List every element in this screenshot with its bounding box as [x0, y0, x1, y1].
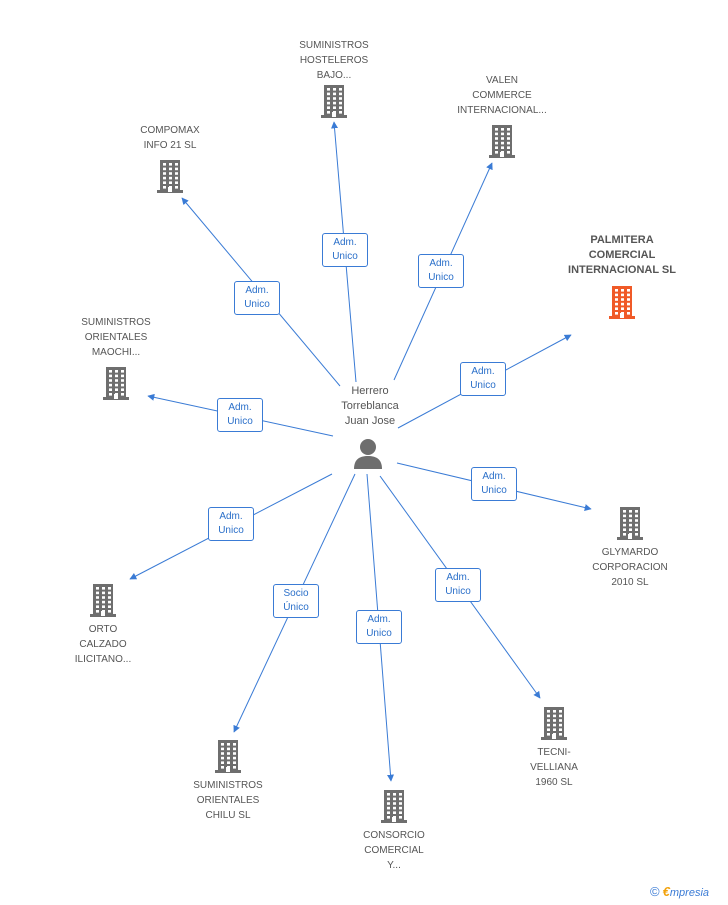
company-name-line: VALEN — [485, 75, 519, 86]
company-name-line: Y... — [387, 860, 401, 871]
company-name-line: MAOCHI... — [91, 347, 141, 358]
relation-text: Único — [283, 602, 309, 613]
company-name-line: VELLIANA — [530, 762, 578, 773]
relation-text: Unico — [218, 525, 244, 536]
company-name-line: 2010 SL — [611, 577, 649, 588]
copyright-icon: © — [650, 884, 660, 899]
relation-text: Adm. — [228, 402, 252, 413]
relation-text: Unico — [366, 628, 392, 639]
center-name-line: Torreblanca — [341, 400, 399, 412]
company-name-line: 1960 SL — [535, 777, 573, 788]
relation-badge: Adm. Unico — [471, 467, 517, 501]
building-icon[interactable] — [154, 158, 186, 194]
relation-text: Adm. — [429, 258, 453, 269]
company-name-line: SUMINISTROS — [81, 317, 151, 328]
center-person-name[interactable]: Herrero Torreblanca Juan Jose — [320, 384, 420, 429]
company-name-line: INTERNACIONAL... — [457, 105, 547, 116]
building-icon[interactable] — [378, 788, 410, 824]
company-name-line: INTERNACIONAL SL — [568, 264, 676, 276]
building-icon[interactable] — [318, 83, 350, 119]
company-name-line: CONSORCIO — [363, 830, 425, 841]
company-name-line: SUMINISTROS — [193, 780, 263, 791]
company-name-line: ORTO — [88, 624, 118, 635]
relation-badge: Adm. Unico — [435, 568, 481, 602]
company-name-line: GLYMARDO — [601, 547, 659, 558]
building-icon[interactable] — [486, 123, 518, 159]
company-name-compomax[interactable]: COMPOMAX INFO 21 SL — [100, 123, 240, 153]
relation-text: Adm. — [471, 366, 495, 377]
relation-text: Unico — [244, 299, 270, 310]
relation-badge: Adm. Unico — [356, 610, 402, 644]
relation-badge: Adm. Unico — [208, 507, 254, 541]
company-name-line: ILICITANO... — [74, 654, 132, 665]
building-icon[interactable] — [614, 505, 646, 541]
relation-text: Adm. — [446, 572, 470, 583]
company-name-suministros-hosteleros[interactable]: SUMINISTROS HOSTELEROS BAJO... — [264, 38, 404, 83]
brand-name: mpresia — [669, 887, 710, 899]
relation-text: Unico — [227, 416, 253, 427]
relation-text: Unico — [332, 251, 358, 262]
company-name-line: CALZADO — [79, 639, 127, 650]
relation-badge: Adm. Unico — [322, 233, 368, 267]
company-name-line: CHILU SL — [205, 810, 251, 821]
company-name-line: PALMITERA — [590, 234, 654, 246]
company-name-line: INFO 21 SL — [143, 140, 197, 151]
company-name-consorcio-comercial[interactable]: CONSORCIO COMERCIAL Y... — [324, 828, 464, 873]
relation-text: Unico — [470, 380, 496, 391]
company-name-suministros-orientales-chilu[interactable]: SUMINISTROS ORIENTALES CHILU SL — [158, 778, 298, 823]
company-name-line: COMERCIAL — [364, 845, 424, 856]
company-name-valen-commerce[interactable]: VALEN COMMERCE INTERNACIONAL... — [432, 73, 572, 118]
relation-text: Adm. — [245, 285, 269, 296]
company-name-glymardo[interactable]: GLYMARDO CORPORACION 2010 SL — [560, 545, 700, 590]
relation-badge: Adm. Unico — [234, 281, 280, 315]
brand-watermark[interactable]: © €mpresia — [650, 884, 709, 899]
company-name-palmitera[interactable]: PALMITERA COMERCIAL INTERNACIONAL SL — [552, 233, 692, 278]
building-icon[interactable] — [606, 284, 638, 320]
building-icon[interactable] — [212, 738, 244, 774]
company-name-line: TECNI- — [537, 747, 571, 758]
center-name-line: Herrero — [351, 385, 389, 397]
center-name-line: Juan Jose — [344, 415, 396, 427]
relation-text: Adm. — [333, 237, 357, 248]
company-name-line: SUMINISTROS — [299, 40, 369, 51]
relation-text: Socio — [283, 588, 309, 599]
company-name-line: COMERCIAL — [588, 249, 656, 261]
relation-badge: Adm. Unico — [460, 362, 506, 396]
building-icon[interactable] — [538, 705, 570, 741]
building-icon[interactable] — [100, 365, 132, 401]
company-name-line: COMMERCE — [472, 90, 532, 101]
company-name-line: ORIENTALES — [84, 332, 148, 343]
company-name-line: COMPOMAX — [140, 125, 200, 136]
building-icon[interactable] — [87, 582, 119, 618]
relation-text: Unico — [481, 485, 507, 496]
relation-badge: Adm. Unico — [217, 398, 263, 432]
company-name-suministros-orientales-maochi[interactable]: SUMINISTROS ORIENTALES MAOCHI... — [46, 315, 186, 360]
person-icon[interactable] — [353, 438, 383, 470]
company-name-line: ORIENTALES — [196, 795, 260, 806]
brand-logo-initial: € — [662, 884, 670, 899]
company-name-line: CORPORACION — [592, 562, 668, 573]
company-name-line: BAJO... — [316, 70, 352, 81]
relation-text: Unico — [428, 272, 454, 283]
relation-badge: Adm. Unico — [418, 254, 464, 288]
relation-text: Adm. — [367, 614, 391, 625]
relation-text: Adm. — [482, 471, 506, 482]
company-name-line: HOSTELEROS — [299, 55, 369, 66]
relation-text: Unico — [445, 586, 471, 597]
company-name-orto-calzado[interactable]: ORTO CALZADO ILICITANO... — [33, 622, 173, 667]
relation-text: Adm. — [219, 511, 243, 522]
company-name-tecni-velliana[interactable]: TECNI- VELLIANA 1960 SL — [484, 745, 624, 790]
